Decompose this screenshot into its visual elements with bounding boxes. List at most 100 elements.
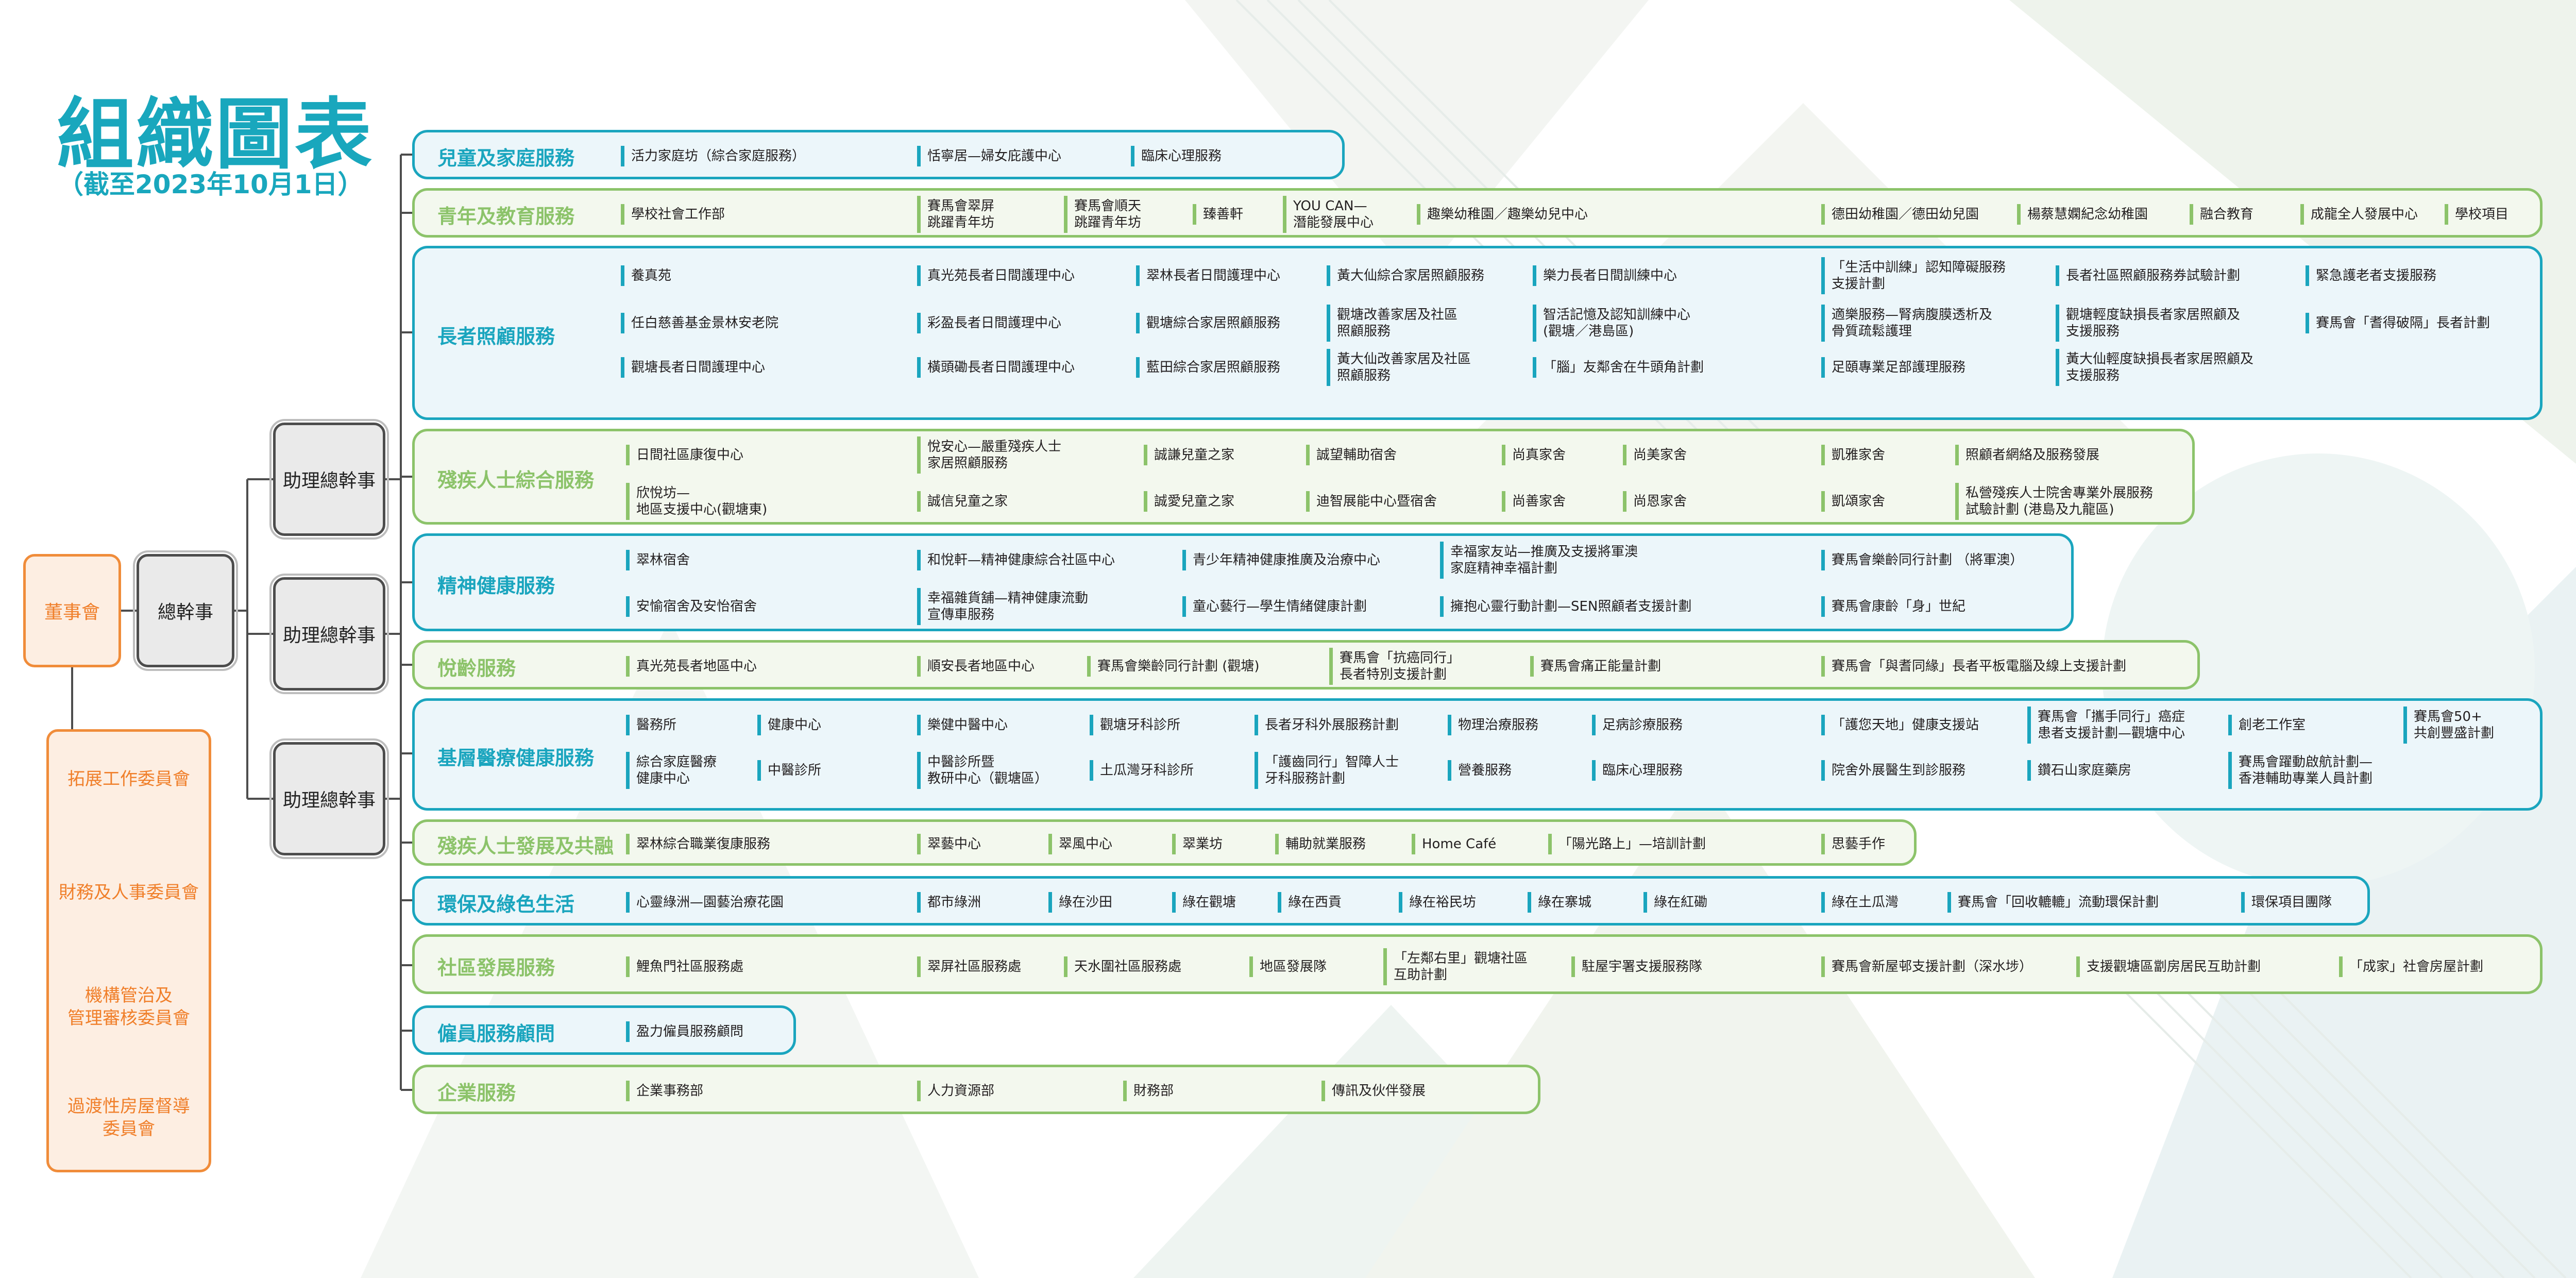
service-item: 學校項目: [2445, 204, 2509, 225]
service-item: 誠望輔助宿舍: [1306, 445, 1397, 465]
service-item: 環保項目團隊: [2241, 892, 2332, 913]
service-item: 黃大仙綜合家居照顧服務: [1327, 265, 1484, 286]
service-item: 凱頌家舍: [1821, 491, 1885, 512]
service-item: 橫頭磡長者日間護理中心: [917, 357, 1075, 378]
service-item: 「左鄰右里」觀塘社區 互助計劃: [1383, 948, 1528, 985]
department-name: 長者照顧服務: [437, 325, 555, 348]
service-item: 尚恩家舍: [1623, 491, 1687, 512]
department-panel: 環保及綠色生活心靈綠洲—園藝治療花園都市綠洲綠在沙田綠在觀塘綠在西貢綠在裕民坊綠…: [412, 876, 2370, 926]
service-item: 賽馬會「耆得破隔」長者計劃: [2306, 313, 2490, 333]
service-item: 醫務所: [626, 715, 676, 735]
service-item: 翠屏社區服務處: [917, 956, 1021, 977]
service-item: 鯉魚門社區服務處: [626, 956, 743, 977]
service-item: 盈力僱員服務顧問: [626, 1021, 743, 1042]
committee-label: 拓展工作委員會: [67, 769, 190, 789]
department-name: 社區發展服務: [437, 956, 555, 979]
department-name: 企業服務: [437, 1082, 516, 1104]
service-item: 賽馬會樂齡同行計劃 （將軍澳）: [1821, 550, 2023, 570]
service-item: 「生活中訓練」認知障礙服務 支援計劃: [1821, 257, 2006, 294]
service-item: 賽馬會50+ 共創豐盛計劃: [2403, 707, 2494, 744]
service-item: 緊急護老者支援服務: [2306, 265, 2436, 286]
service-item: 傳訊及伙伴發展: [1321, 1081, 1426, 1101]
service-item: 欣悅坊— 地區支援中心(觀塘東): [626, 483, 767, 520]
service-item: 翠林綜合職業復康服務: [626, 834, 770, 854]
service-item: 支援觀塘區劏房居民互助計劃: [2076, 956, 2261, 977]
service-item: 長者社區照顧服務券試驗計劃: [2056, 265, 2240, 286]
service-item: 悅安心—嚴重殘疾人士 家居照顧服務: [917, 436, 1061, 474]
service-item: 童心藝行—學生情緒健康計劃: [1182, 596, 1367, 617]
service-item: 心靈綠洲—園藝治療花園: [626, 892, 784, 913]
department-panel: 殘疾人士綜合服務日間社區康復中心悅安心—嚴重殘疾人士 家居照顧服務誠謙兒童之家誠…: [412, 429, 2195, 525]
service-item: 活力家庭坊（綜合家庭服務）: [621, 146, 805, 166]
service-item: 「護您天地」健康支援站: [1821, 715, 1979, 735]
department-name: 環保及綠色生活: [437, 893, 575, 916]
service-item: 賽馬會躍動啟航計劃— 香港輔助專業人員計劃: [2228, 752, 2372, 789]
service-item: 綠在土瓜灣: [1821, 892, 1899, 913]
service-item: 賽馬會「回收轆轆」流動環保計劃: [1947, 892, 2159, 913]
service-item: 思藝手作: [1821, 834, 1885, 854]
service-item: 營養服務: [1448, 760, 1512, 781]
department-panel: 悅齡服務真光苑長者地區中心順安長者地區中心賽馬會樂齡同行計劃 (觀塘)賽馬會「抗…: [412, 640, 2200, 690]
service-item: 趣樂幼稚園／趣樂幼兒中心: [1417, 204, 1588, 225]
service-item: 物理治療服務: [1448, 715, 1538, 735]
service-item: 私營殘疾人士院舍專業外展服務 試驗計劃 (港島及九龍區): [1955, 483, 2153, 520]
department-panel: 兒童及家庭服務活力家庭坊（綜合家庭服務）恬寧居—婦女庇護中心臨床心理服務: [412, 130, 1345, 179]
department-panel: 企業服務企業事務部人力資源部財務部傳訊及伙伴發展: [412, 1065, 1540, 1114]
service-item: 翠風中心: [1048, 834, 1112, 854]
service-item: 財務部: [1123, 1081, 1174, 1101]
service-item: 長者牙科外展服務計劃: [1255, 715, 1399, 735]
service-item: 臨床心理服務: [1131, 146, 1222, 166]
service-item: 天水圍社區服務處: [1064, 956, 1181, 977]
service-item: 綠在紅磡: [1643, 892, 1707, 913]
board-box: 董事會: [23, 554, 121, 667]
service-item: 綠在觀塘: [1172, 892, 1236, 913]
service-item: 賽馬會樂齡同行計劃 (觀塘): [1087, 656, 1260, 677]
service-item: 創老工作室: [2228, 715, 2306, 735]
service-item: 賽馬會新屋邨支援計劃（深水埗）: [1821, 956, 2032, 977]
assistant-director-label: 助理總幹事: [282, 625, 376, 646]
page-title: 組織圖表: [57, 90, 375, 180]
service-item: 「護齒同行」智障人士 牙科服務計劃: [1255, 752, 1399, 789]
service-item: 綠在沙田: [1048, 892, 1112, 913]
department-name: 殘疾人士發展及共融: [437, 835, 614, 857]
service-item: 智活記憶及認知訓練中心 (觀塘／港島區): [1533, 305, 1690, 342]
service-item: 中醫診所暨 教研中心（觀塘區）: [917, 752, 1048, 789]
service-item: 恬寧居—婦女庇護中心: [917, 146, 1061, 166]
department-panel: 基層醫療健康服務醫務所健康中心樂健中醫中心觀塘牙科診所長者牙科外展服務計劃物理治…: [412, 698, 2543, 811]
service-item: YOU CAN— 潛能發展中心: [1283, 196, 1374, 233]
service-item: 融合教育: [2190, 204, 2253, 225]
committee-label: 財務及人事委員會: [59, 882, 199, 903]
service-item: 駐屋宇署支援服務隊: [1571, 956, 1702, 977]
service-item: 安愉宿舍及安怡宿舍: [626, 596, 757, 617]
department-panel: 長者照顧服務養真苑真光苑長者日間護理中心翠林長者日間護理中心黃大仙綜合家居照顧服…: [412, 246, 2543, 420]
assistant-director-box: 助理總幹事: [269, 574, 389, 694]
service-item: 賽馬會順天 跳躍青年坊: [1064, 196, 1141, 233]
department-name: 青年及教育服務: [437, 205, 575, 228]
service-item: 誠信兒童之家: [917, 491, 1008, 512]
service-item: 幸福雜貨舖—精神健康流動 宣傳車服務: [917, 588, 1088, 625]
service-item: 翠業坊: [1172, 834, 1223, 854]
service-item: 賽馬會「與耆同緣」長者平板電腦及線上支援計劃: [1821, 656, 2126, 677]
service-item: 尚真家舍: [1502, 445, 1566, 465]
service-item: 誠謙兒童之家: [1144, 445, 1234, 465]
assistant-director-box: 助理總幹事: [269, 419, 389, 540]
service-item: 足病診療服務: [1592, 715, 1683, 735]
service-item: Home Café: [1412, 834, 1496, 854]
service-item: 青少年精神健康推廣及治療中心: [1182, 550, 1380, 570]
assistant-director-label: 助理總幹事: [282, 470, 376, 492]
service-item: 人力資源部: [917, 1081, 994, 1101]
department-name: 基層醫療健康服務: [437, 747, 595, 769]
page-subtitle: （截至2023年10月1日）: [58, 170, 364, 199]
assistant-director-box: 助理總幹事: [269, 738, 389, 859]
service-item: 觀塘長者日間護理中心: [621, 357, 765, 378]
service-item: 翠林宿舍: [626, 550, 690, 570]
committee-label: 機構管治及 管理審核委員會: [67, 985, 190, 1029]
service-item: 綠在寨城: [1528, 892, 1591, 913]
director-label: 總幹事: [157, 602, 213, 623]
service-item: 「腦」友鄰舍在牛頭角計劃: [1533, 357, 1704, 378]
service-item: 都市綠洲: [917, 892, 981, 913]
service-item: 賽馬會痛正能量計劃: [1530, 656, 1661, 677]
service-item: 樂健中醫中心: [917, 715, 1008, 735]
service-item: 幸福家友站—推廣及支援將軍澳 家庭精神幸福計劃: [1440, 542, 1638, 579]
